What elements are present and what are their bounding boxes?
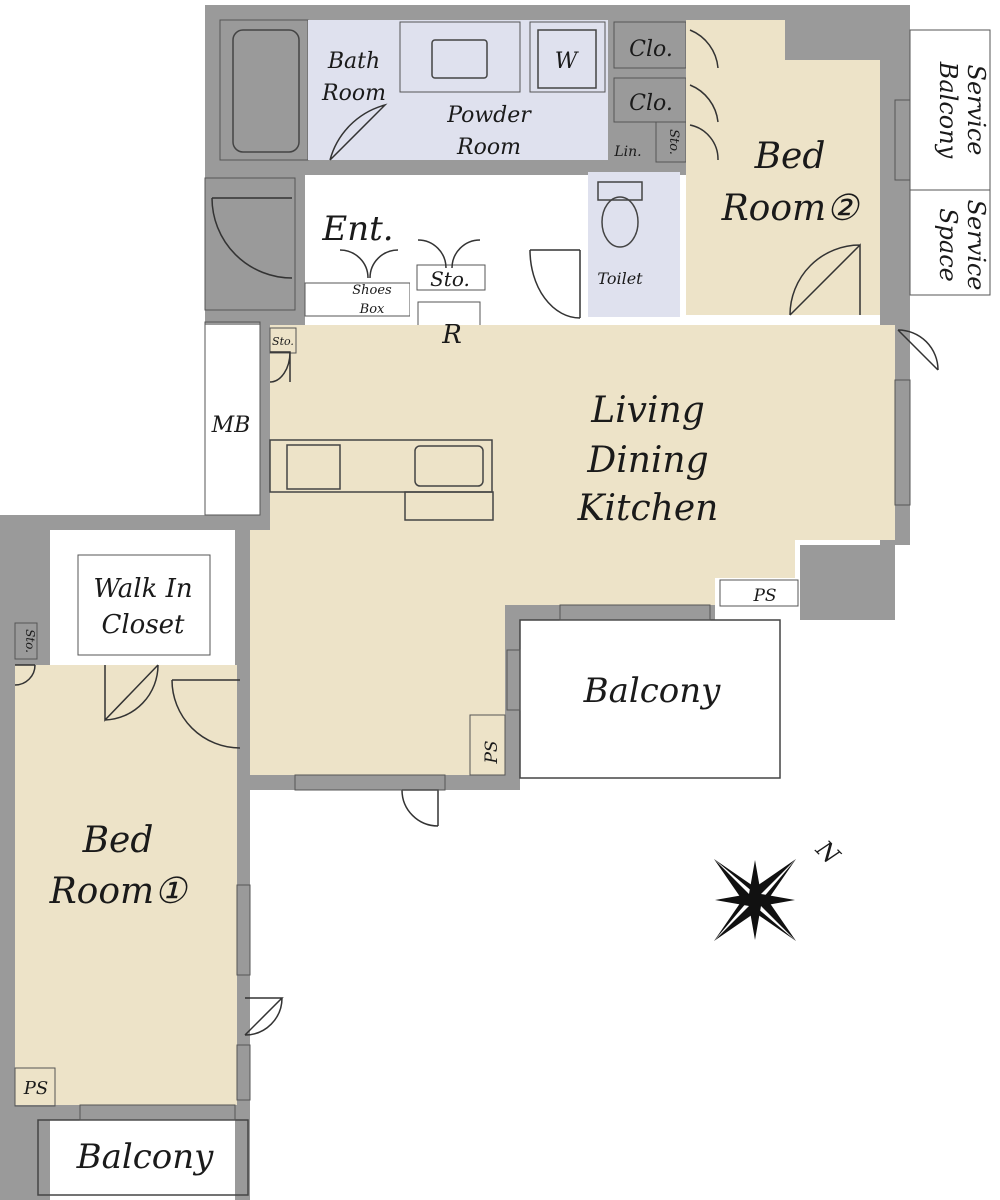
ps-ldk-label: PS: [752, 586, 776, 606]
ldk-label-3: Kitchen: [577, 488, 719, 529]
sto-small-top-label: Sto.: [666, 129, 681, 155]
sto-bedroom1-label: Sto.: [23, 629, 37, 653]
sto-entrance-label: Sto.: [430, 267, 470, 291]
entrance-label: Ent.: [321, 209, 393, 249]
powder-room-label-2: Room: [456, 135, 521, 160]
ps-balcony-label: PS: [482, 740, 502, 764]
ldk-label-2: Dining: [586, 440, 708, 481]
bedroom1-label-2: Room①: [49, 871, 189, 912]
bedroom2-label-2: Room②: [721, 188, 861, 229]
refrigerator-label: R: [441, 320, 462, 350]
meter-box-label: MB: [211, 413, 251, 438]
shoes-box-label-2: Box: [359, 302, 385, 317]
sto-ldk-label: Sto.: [272, 335, 294, 348]
service-balcony-label: Service: [962, 65, 990, 156]
balcony-main-label: Balcony: [583, 671, 722, 711]
closet-label-a: Clo.: [629, 37, 673, 62]
service-space-label-2: Space: [934, 208, 962, 282]
washer-label: W: [555, 49, 580, 74]
room-fills: [14, 19, 991, 1196]
walk-in-closet-label-2: Closet: [101, 610, 185, 640]
ps-bedroom1-label: PS: [23, 1078, 48, 1099]
compass-north-label: N: [810, 834, 846, 870]
door-swings: [14, 29, 939, 1036]
service-balcony-label-2: Balcony: [934, 61, 962, 159]
balcony-bedroom1-label: Balcony: [76, 1137, 215, 1177]
powder-room-label: Powder: [446, 103, 532, 128]
bedroom1-label: Bed: [82, 820, 154, 861]
bedroom2-label: Bed: [754, 136, 826, 177]
linen-label: Lin.: [613, 144, 641, 160]
bath-room-label: Bath: [327, 49, 380, 74]
toilet-label: Toilet: [597, 269, 643, 288]
walk-in-closet-label: Walk In: [93, 574, 192, 604]
room-labels: Bath Room Powder Room W Clo. Clo. Lin. S…: [23, 37, 990, 1177]
closet-label-b: Clo.: [629, 91, 673, 116]
windows: [79, 99, 911, 1121]
bath-room-label-2: Room: [321, 81, 386, 106]
shoes-box-label: Shoes: [352, 283, 392, 298]
compass-rose: [713, 858, 797, 942]
ldk-label-1: Living: [590, 390, 705, 431]
service-space-label: Service: [962, 200, 990, 291]
